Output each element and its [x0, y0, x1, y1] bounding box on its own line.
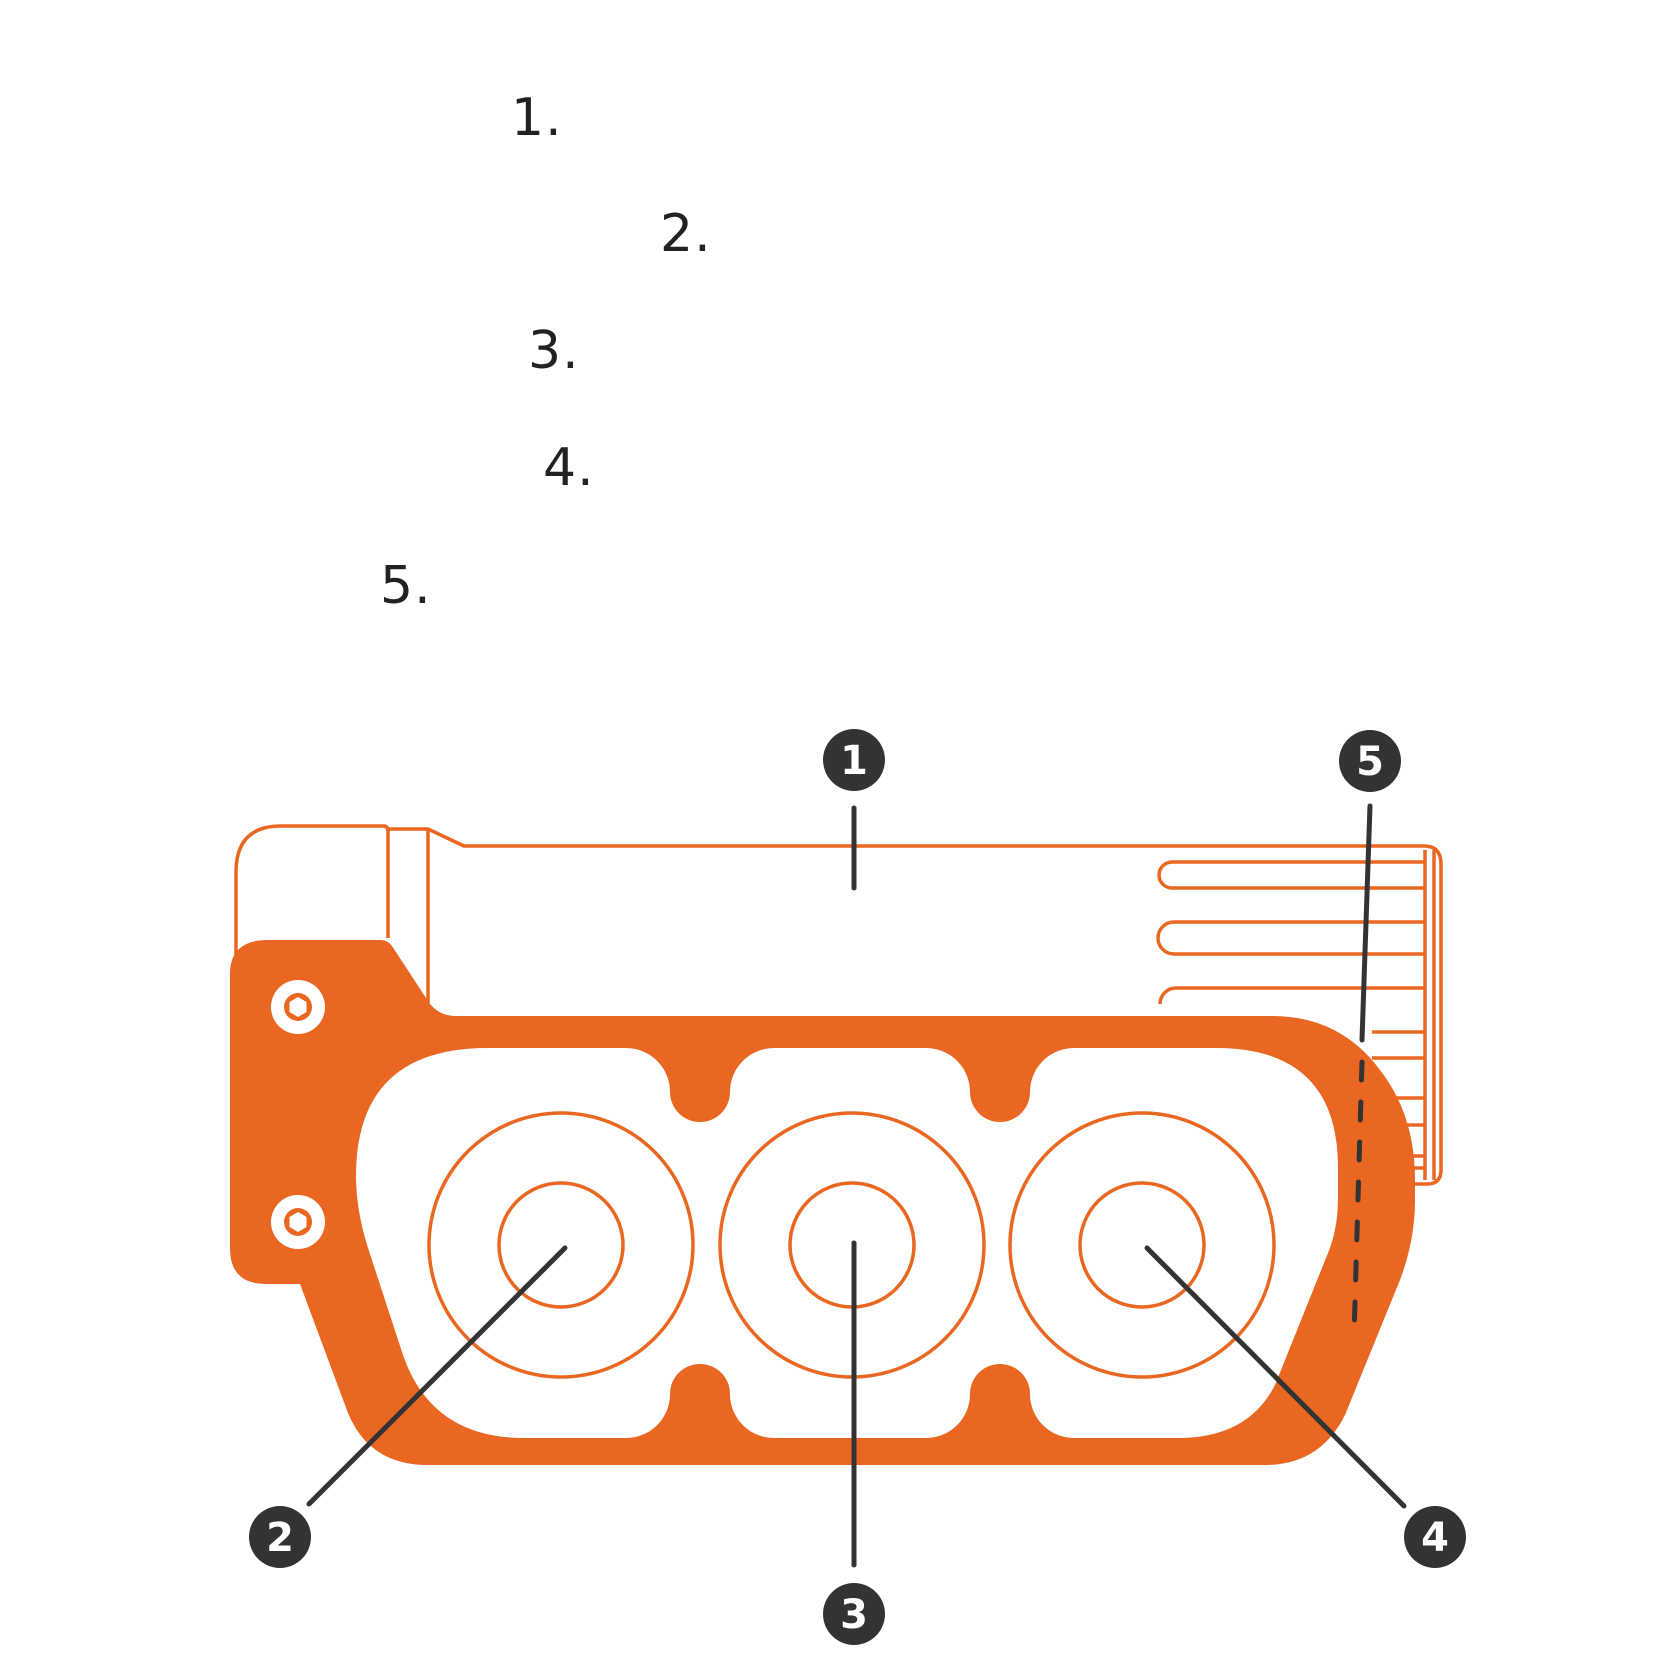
legend-item-2: 2.	[660, 204, 712, 264]
outline-body	[234, 824, 1443, 1186]
legend-item-4: 4.	[543, 438, 595, 498]
svg-text:1: 1	[840, 738, 868, 784]
leader-line-4	[1144, 1245, 1407, 1509]
leader-line-5-dashed	[1351, 1059, 1365, 1339]
callout-badge-1: 1	[823, 729, 885, 791]
screw-bottom	[271, 1195, 325, 1249]
leader-line-5	[1359, 803, 1373, 1043]
svg-text:4: 4	[1421, 1515, 1449, 1561]
screw-top	[271, 980, 325, 1034]
legend-item-1: 1.	[511, 88, 563, 148]
callout-badge-5: 5	[1339, 730, 1401, 792]
svg-text:5: 5	[1356, 739, 1384, 785]
svg-text:2: 2	[266, 1515, 294, 1561]
ring-right	[1008, 1111, 1276, 1379]
legend-item-3: 3.	[528, 321, 580, 381]
legend-item-5: 5.	[380, 556, 432, 616]
callout-badge-4: 4	[1404, 1506, 1466, 1568]
svg-text:3: 3	[840, 1592, 868, 1638]
ring-left	[427, 1111, 695, 1379]
leader-line-2	[306, 1245, 568, 1507]
callout-badge-3: 3	[823, 1583, 885, 1645]
callout-badge-2: 2	[249, 1506, 311, 1568]
plate-cutout	[356, 1048, 1338, 1438]
